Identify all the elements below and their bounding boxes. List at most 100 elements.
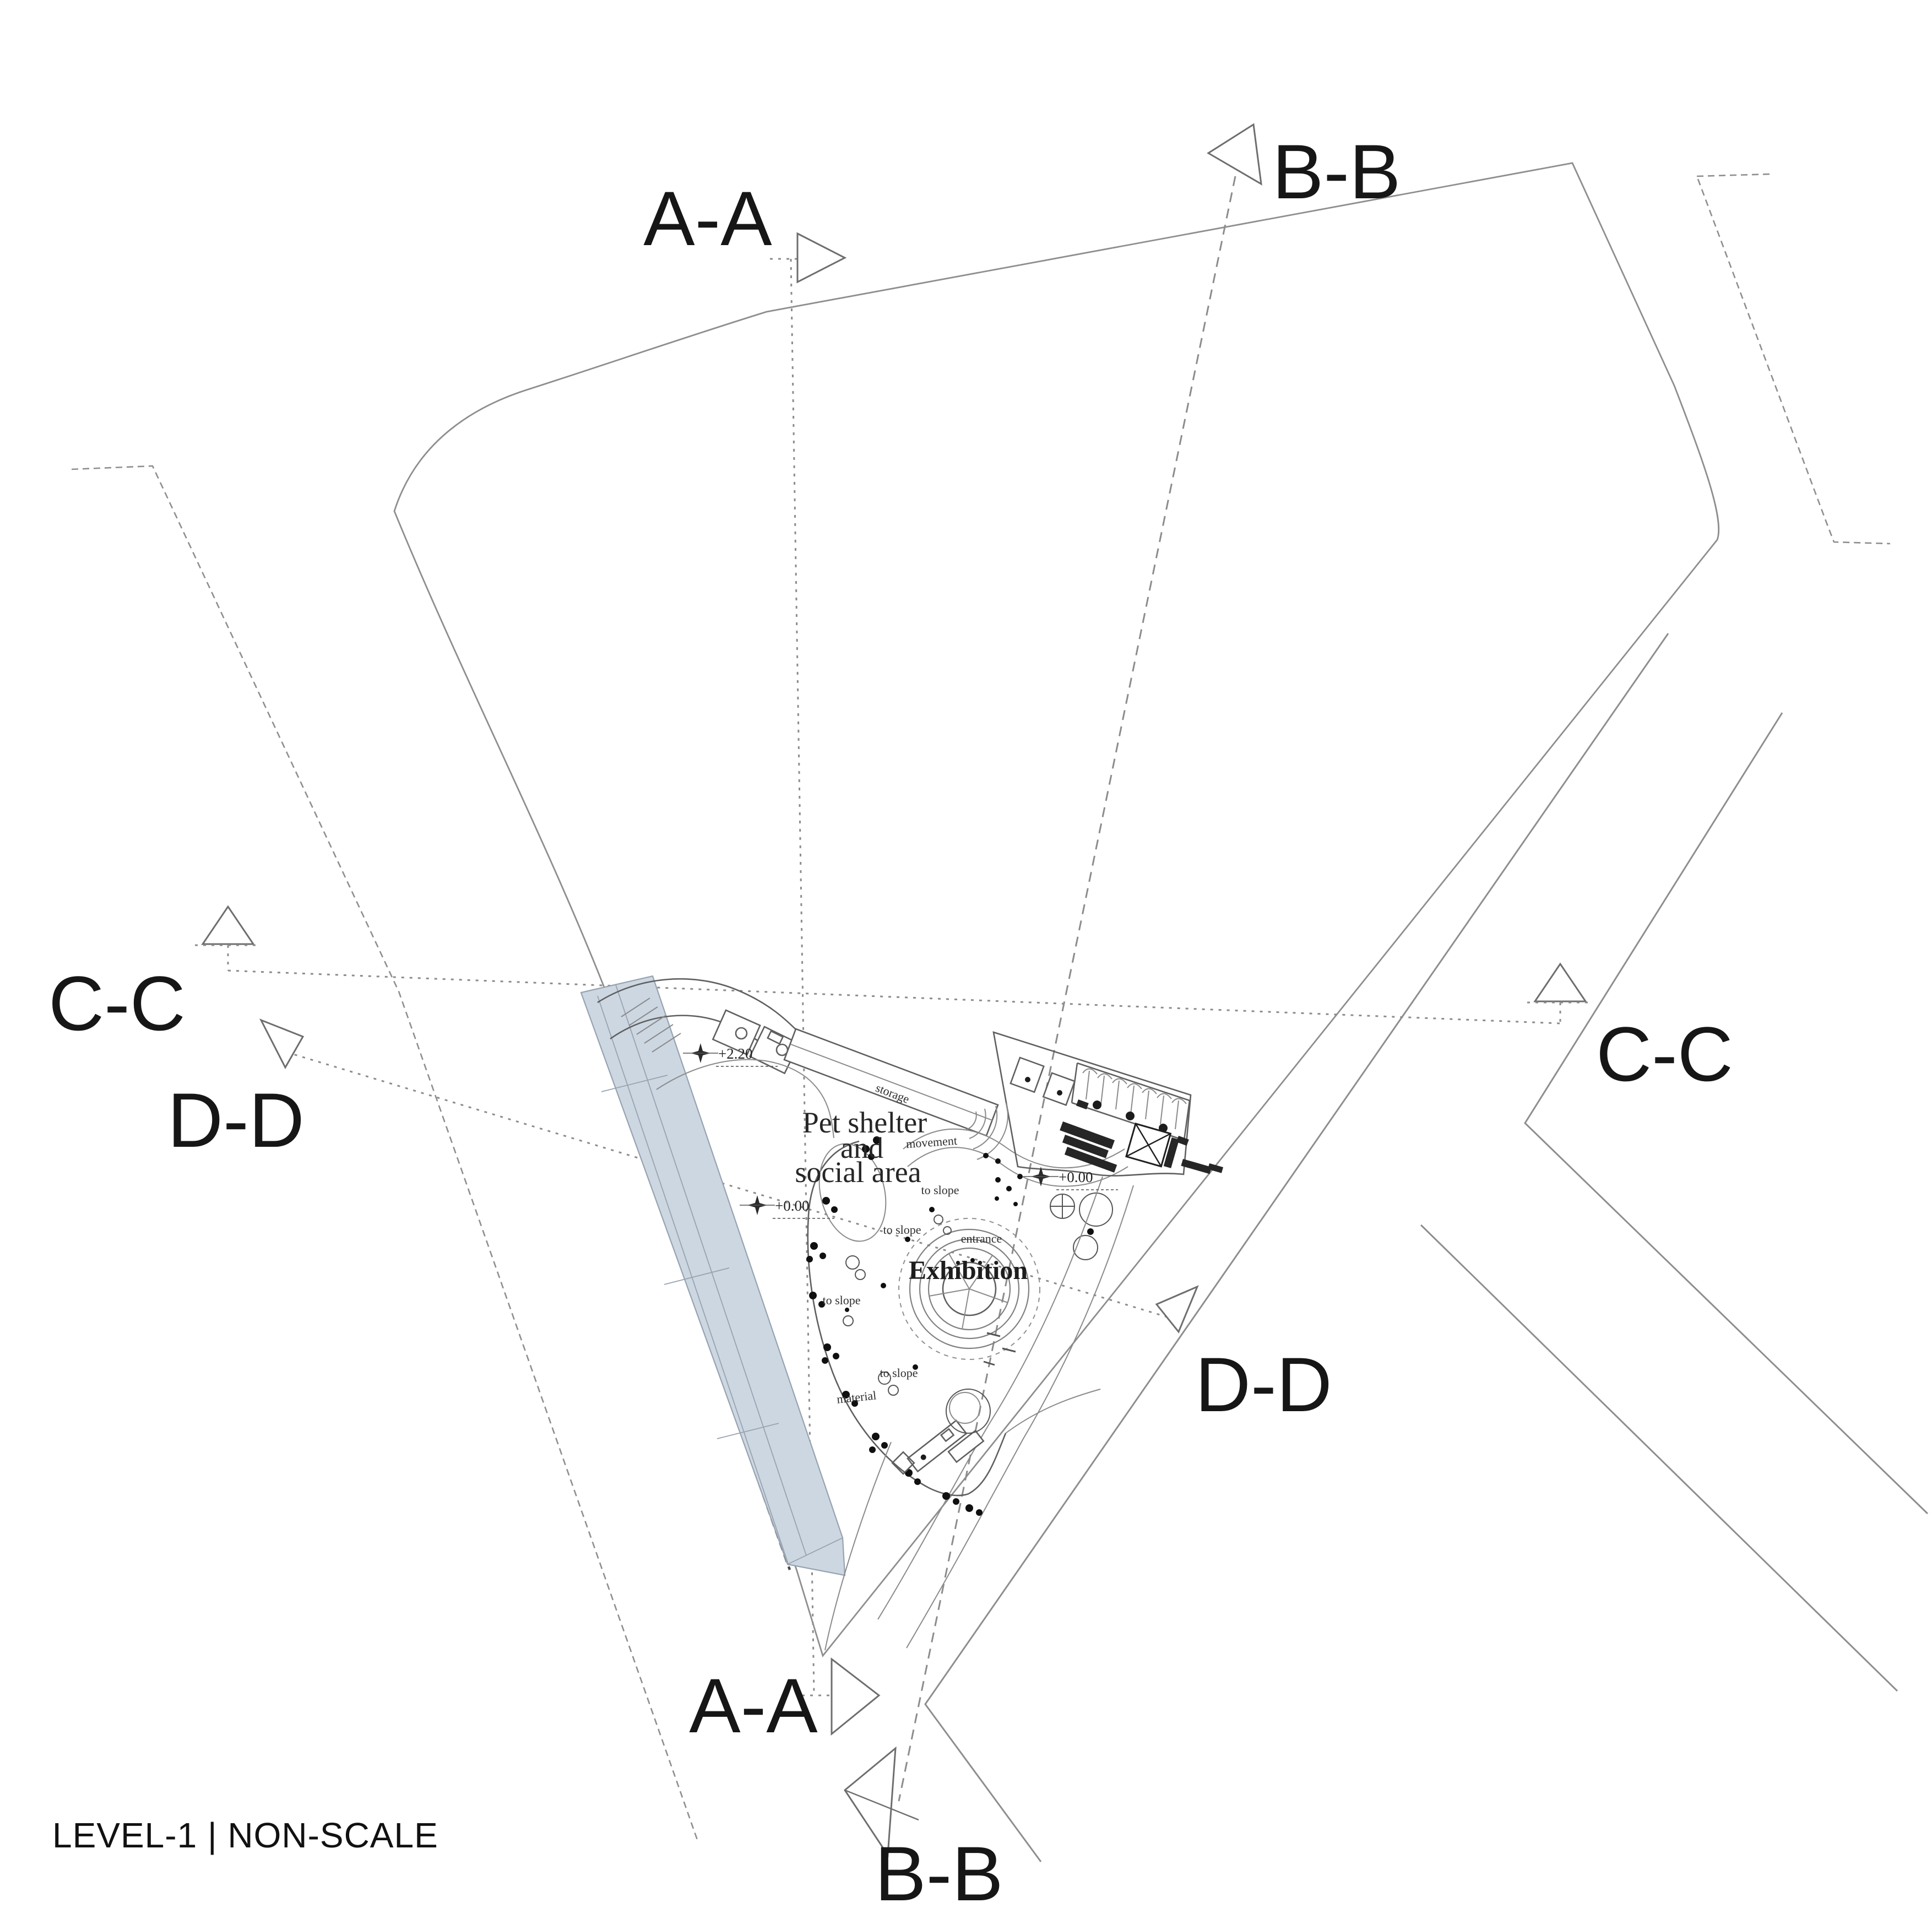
- garden-edge: [807, 1140, 1007, 1497]
- cc-left-arrow-icon: [201, 905, 255, 945]
- pet-shelter-label-line2: and: [840, 1131, 883, 1164]
- street-right-main: [924, 633, 1669, 1862]
- section-label-dd-left: D-D: [167, 1077, 305, 1163]
- kiosk-blob: [946, 1389, 991, 1434]
- section-label-bb-bottom: B-B: [875, 1830, 1003, 1908]
- bush-circles: [843, 1215, 952, 1396]
- crossed-tree-cross: [1050, 1194, 1074, 1218]
- exhibition-ring: [919, 1238, 1020, 1340]
- annex-room-2: [1042, 1072, 1076, 1106]
- material-label: material: [836, 1388, 877, 1406]
- exhibition-hub: [942, 1261, 997, 1316]
- exhibition-area: [898, 1218, 1040, 1366]
- canopy-end-block: [1076, 1099, 1089, 1110]
- aa-bottom-arrow-icon: [831, 1657, 881, 1736]
- section-label-dd-right: D-D: [1195, 1341, 1332, 1428]
- exhibition-ring: [909, 1228, 1030, 1349]
- bb-bottom-arrow-icon: [844, 1746, 897, 1858]
- to-slope-label: to slope: [880, 1366, 918, 1380]
- canopy-tree-crowns: [1082, 1068, 1187, 1104]
- exhibition-ring-outer: [898, 1218, 1040, 1360]
- parked-car-blob: [1126, 1112, 1135, 1120]
- elevation-star-icon: [682, 1043, 719, 1064]
- text-smudge: [1060, 1121, 1115, 1150]
- garden-right-path: [1005, 1389, 1101, 1434]
- path-to-site-vertex-2: [906, 1185, 1134, 1649]
- parking-canopy: [1071, 1062, 1191, 1146]
- movement-path-3: [907, 1147, 1128, 1187]
- canopy-tree-trunks: [1086, 1070, 1179, 1130]
- exhibition-spokes: [929, 1253, 1008, 1330]
- east-wing-outline: [992, 1031, 1192, 1177]
- kiosk-rect-3: [940, 1428, 955, 1443]
- cc-right-arrow-base: [1527, 1001, 1593, 1023]
- movement-path-1: [656, 1059, 834, 1139]
- section-label-aa-top: A-A: [643, 175, 772, 262]
- section-label-bb-top: B-B: [1272, 128, 1401, 215]
- section-line-cc: [227, 969, 1561, 1025]
- section-label-cc-left: C-C: [48, 960, 186, 1047]
- section-labels: A-A B-B C-C D-D C-C D-D A-A B-B: [48, 128, 1733, 1908]
- movement-path-2: [903, 1128, 1125, 1169]
- lawn-oval: [818, 1143, 887, 1242]
- bb-bottom-arrow-tail: [844, 1789, 919, 1821]
- street-topright-dashed: [1696, 173, 1891, 545]
- parked-car-blob: [1093, 1101, 1101, 1109]
- dd-left-arrow-icon: [259, 1018, 305, 1070]
- site: [393, 162, 1720, 1657]
- section-label-aa-bottom: A-A: [689, 1662, 818, 1749]
- crossed-square-room: [1125, 1123, 1180, 1168]
- annex-room-dot: [1057, 1090, 1062, 1096]
- cc-left-arrow-base: [195, 944, 260, 971]
- plan-labels: Pet shelter and social area Exhibition e…: [795, 1081, 1028, 1406]
- tree-circles: [1050, 1192, 1113, 1260]
- streets: [71, 173, 1929, 1862]
- kiosk-diamond: [891, 1451, 915, 1475]
- path-to-site-vertex-3: [824, 1441, 892, 1651]
- north-band-stair-hatch: [621, 998, 681, 1053]
- drawing-title: LEVEL-1 | NON-SCALE: [52, 1815, 438, 1855]
- building-plan: +2.20 +0.00 +0.00 Pet shelter and social…: [580, 975, 1223, 1651]
- aa-top-arrow-icon: [796, 232, 847, 284]
- pet-shelter-label-line1: Pet shelter: [802, 1106, 927, 1139]
- elevation-value-upper: +2.20: [718, 1045, 752, 1062]
- section-label-cc-right: C-C: [1596, 1011, 1733, 1097]
- bb-top-arrow-icon: [1207, 123, 1262, 186]
- kiosk-dot: [920, 1454, 926, 1460]
- text-smudge: [1064, 1147, 1117, 1173]
- to-slope-label: to slope: [883, 1223, 921, 1237]
- entrance-label: entrance: [961, 1232, 1002, 1245]
- east-wing-annex-rooms: [1010, 1056, 1076, 1106]
- street-right-fork-lower: [1420, 1224, 1898, 1692]
- path-to-site-vertex-1: [877, 1176, 1103, 1620]
- annex-room-dot: [1025, 1077, 1030, 1082]
- pet-shelter-label-line3: social area: [795, 1156, 921, 1189]
- section-lines: [195, 123, 1593, 1858]
- elevation-value-zero-left: +0.00: [775, 1197, 809, 1214]
- exhibition-level-ticks: [983, 1332, 1016, 1366]
- text-smudge: [1207, 1163, 1223, 1173]
- street-right-fork-upper: [1524, 712, 1929, 1515]
- street-left: [71, 465, 698, 1840]
- tree-blob: [1079, 1192, 1113, 1227]
- dd-right-arrow-icon: [1155, 1285, 1199, 1334]
- kiosk-rect-2: [947, 1429, 985, 1463]
- tree-blob: [1073, 1235, 1098, 1260]
- cc-right-arrow-icon: [1533, 962, 1587, 1002]
- storage-bar-divider: [790, 1044, 993, 1121]
- exhibition-ring: [927, 1247, 1011, 1331]
- text-smudge: [1062, 1134, 1109, 1158]
- canopy-edges: [1071, 1062, 1191, 1141]
- wc-fixture-icon: [735, 1027, 748, 1040]
- section-line-bb: [898, 176, 1236, 1802]
- north-band-outer-edge: [597, 978, 798, 1032]
- fan-stair-arcs: [965, 1103, 1008, 1160]
- canopy-end-block: [1176, 1136, 1189, 1146]
- text-smudge: [1181, 1159, 1212, 1174]
- garden: [806, 1136, 1134, 1651]
- site-boundary-outline: [393, 162, 1720, 1657]
- to-slope-label: to slope: [822, 1293, 860, 1307]
- band-room-fixture: [767, 1030, 784, 1045]
- annex-room-1: [1010, 1056, 1045, 1093]
